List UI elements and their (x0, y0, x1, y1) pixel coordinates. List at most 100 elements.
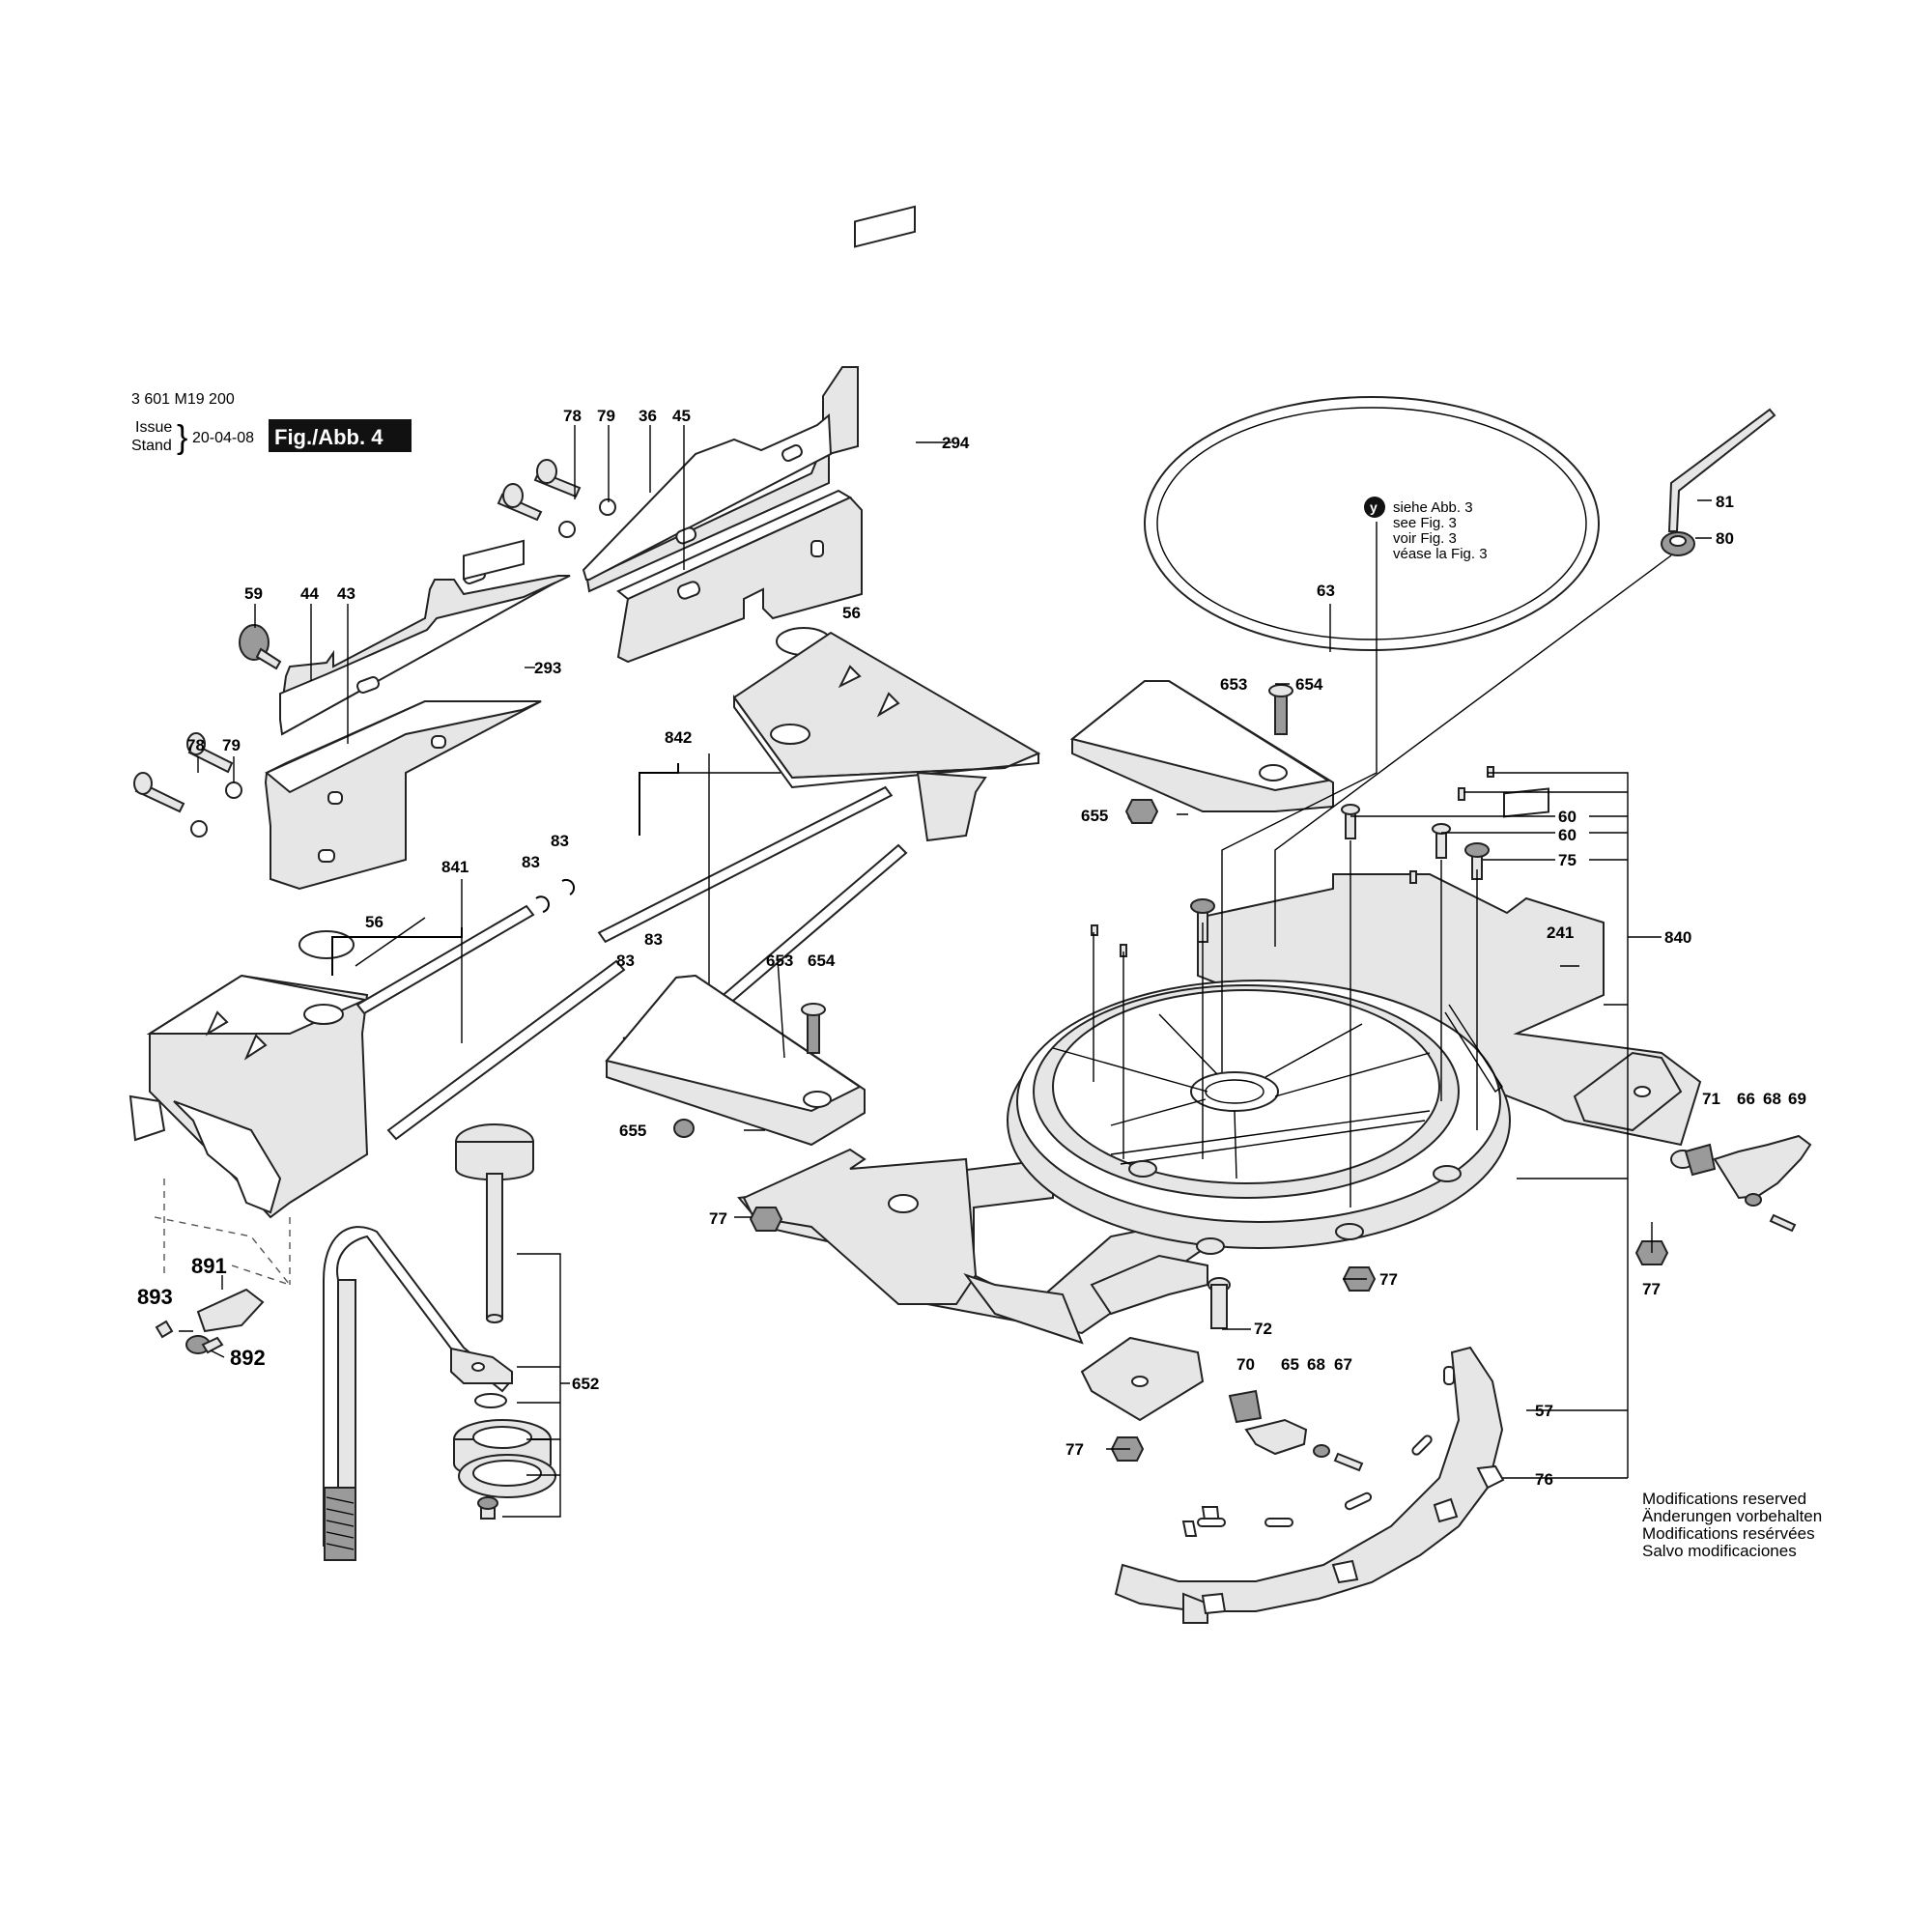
bracket-842-a (639, 763, 679, 836)
label-56-left: 56 (365, 913, 384, 931)
label-79-left: 79 (222, 736, 241, 754)
label-68-right: 68 (1763, 1090, 1781, 1108)
figure-badge (269, 419, 412, 452)
cover-241-shape (1503, 787, 1549, 818)
label-654-center: 654 (808, 952, 836, 970)
label-293: 293 (534, 659, 561, 677)
label-891: 891 (191, 1254, 227, 1278)
note-line-de: siehe Abb. 3 (1393, 499, 1473, 516)
label-77-b: 77 (1379, 1270, 1398, 1289)
diagram-header: 3 601 M19 200 Issue Stand } 20-04-08 Fig… (131, 391, 412, 456)
label-654-right: 654 (1295, 675, 1323, 694)
label-66: 66 (1737, 1090, 1755, 1108)
issue-date: 20-04-08 (192, 430, 254, 446)
label-36: 36 (639, 407, 657, 425)
leader-lines-misc (734, 958, 1653, 1450)
label-67: 67 (1334, 1355, 1352, 1374)
note-line-es: véase la Fig. 3 (1393, 546, 1488, 562)
label-69: 69 (1788, 1090, 1806, 1108)
modifications-note: Modifications reserved Änderungen vorbeh… (1642, 1490, 1822, 1560)
label-653-center: 653 (766, 952, 793, 970)
label-75: 75 (1558, 851, 1577, 869)
figure-badge-text: Fig./Abb. 4 (274, 425, 384, 449)
nut-655-right (1124, 799, 1159, 824)
label-76: 76 (1535, 1470, 1553, 1489)
label-83-c: 83 (616, 952, 635, 970)
lock-assembly-right (1670, 1134, 1812, 1233)
modifications-fr: Modifications resérvées (1642, 1524, 1815, 1543)
fence-left (264, 567, 571, 891)
label-63: 63 (1317, 582, 1335, 600)
modifications-en: Modifications reserved (1642, 1490, 1806, 1508)
leader-891-892 (179, 1275, 225, 1358)
bolt-72 (1208, 1277, 1231, 1329)
leader-lines-right-pad (1177, 499, 1712, 815)
label-842: 842 (665, 728, 692, 747)
label-78-top: 78 (563, 407, 582, 425)
arc-scale-57 (1114, 1346, 1504, 1624)
label-56-top: 56 (842, 604, 861, 622)
label-841: 841 (441, 858, 469, 876)
saw-base (737, 873, 1702, 1335)
label-44: 44 (300, 584, 319, 603)
note-line-fr: voir Fig. 3 (1393, 530, 1457, 547)
label-78-left: 78 (186, 736, 205, 754)
leader-lines-base (1093, 522, 1672, 1479)
stop-891-893-892 (155, 1288, 265, 1354)
label-45: 45 (672, 407, 691, 425)
nuts-77 (749, 1207, 1669, 1462)
label-68-front: 68 (1307, 1355, 1325, 1374)
brace-icon: } (177, 419, 187, 456)
label-294: 294 (942, 434, 970, 452)
label-294-shape (854, 205, 916, 248)
screw-78-left (133, 732, 242, 838)
slide-pad-653-right (1069, 680, 1334, 824)
ring-63-inner (1156, 407, 1587, 640)
label-70: 70 (1236, 1355, 1255, 1374)
label-59: 59 (244, 584, 263, 603)
dashed-lines-left (154, 1179, 291, 1286)
label-241: 241 (1547, 923, 1574, 942)
label-893: 893 (137, 1285, 173, 1309)
label-80: 80 (1716, 529, 1734, 548)
label-65: 65 (1281, 1355, 1299, 1374)
stand-label: Stand (131, 438, 172, 454)
label-293-shape (463, 539, 525, 581)
label-60-b: 60 (1558, 826, 1577, 844)
slide-pad-653-center (605, 974, 866, 1147)
label-83-a: 83 (522, 853, 540, 871)
label-83-d: 83 (644, 930, 663, 949)
screw-78-top (497, 459, 616, 538)
extension-wing-right (732, 627, 1041, 842)
fence-right (582, 366, 863, 664)
label-840: 840 (1664, 928, 1691, 947)
label-77-c: 77 (1642, 1280, 1661, 1298)
base-front-lock (1080, 1336, 1205, 1422)
label-77-d: 77 (1065, 1440, 1084, 1459)
label-57: 57 (1535, 1402, 1553, 1420)
bushing-80 (1661, 531, 1695, 556)
brackets-76 (1201, 1464, 1505, 1615)
knob-59 (239, 624, 282, 670)
note-y-badge (1364, 497, 1385, 518)
leader-lines-left-fence (197, 604, 535, 782)
label-43: 43 (337, 584, 355, 603)
note-y-letter: y (1370, 499, 1378, 515)
label-655-right: 655 (1081, 807, 1108, 825)
label-77-a: 77 (709, 1209, 727, 1228)
rods-841 (355, 904, 626, 1141)
issue-label: Issue (135, 419, 172, 436)
label-81: 81 (1716, 493, 1734, 511)
label-60-a: 60 (1558, 808, 1577, 826)
knob-shaft (455, 1123, 534, 1323)
cap-56-left (298, 930, 355, 959)
allen-key-81 (1667, 408, 1776, 532)
label-79-top: 79 (597, 407, 615, 425)
clamp-rod-652 (323, 1226, 513, 1561)
clamp-pad (453, 1393, 556, 1520)
lock-assembly-front (1228, 1389, 1364, 1472)
label-83-b: 83 (551, 832, 569, 850)
screws-60-75 (1091, 766, 1494, 957)
ring-63-outer (1144, 396, 1600, 651)
